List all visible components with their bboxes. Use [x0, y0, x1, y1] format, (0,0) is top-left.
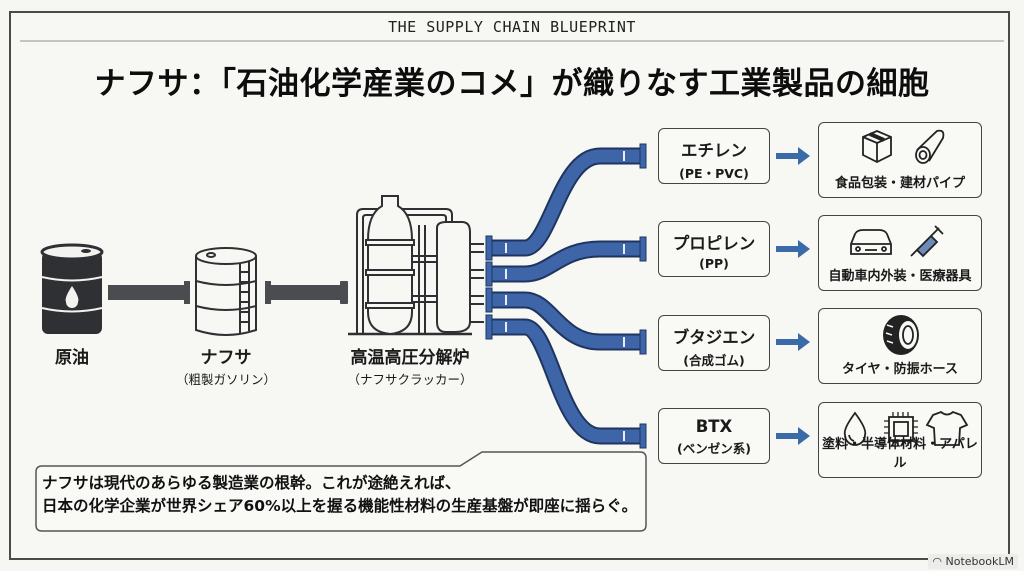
pipe-ethylene [492, 149, 642, 255]
notebooklm-logo-icon: ◠ [932, 555, 946, 568]
pipe-ethylene-end-flange [639, 143, 647, 169]
naphtha-label: ナフサ （粗製ガソリン） [166, 343, 286, 388]
product-pipes [485, 143, 647, 449]
pipe-btx [492, 320, 642, 443]
arrow-right-icon [776, 240, 810, 258]
pipe-crude-to-naphtha [108, 281, 190, 304]
oil-barrel-icon [40, 243, 104, 334]
kicker-text: THE SUPPLY CHAIN BLUEPRINT [388, 18, 636, 36]
pipe-ethylene-outline [492, 147, 642, 257]
pipe-butadiene-end-flange [639, 329, 647, 355]
pipe-naphtha-to-cracker [265, 281, 348, 304]
chemical-sub: (PE・PVC) [679, 166, 749, 181]
tire-icon [883, 315, 919, 355]
chemical-box-btx: BTX (ベンゼン系) [658, 408, 770, 464]
crude-oil-name: 原油 [55, 348, 89, 368]
callout-border [35, 451, 647, 532]
arrow-right-icon [776, 333, 810, 351]
product-text: 自動車内外装・医療器具 [828, 269, 972, 284]
page-title: ナフサ：「石油化学産業のコメ」が織りなす工業製品の細胞 [94, 66, 930, 102]
chemical-sub: (ベンゼン系) [677, 441, 751, 456]
product-box-propylene: 自動車内外装・医療器具 [818, 215, 982, 291]
callout-text: ナフサは現代のあらゆる製造業の根幹。これが途絶えれば、 日本の化学企業が世界シェ… [42, 472, 637, 518]
product-text: 食品包装・建材パイプ [834, 176, 965, 191]
arrow-right-icon [776, 427, 810, 445]
product-text: タイヤ・防振ホース [842, 362, 958, 377]
callout-line-1: ナフサは現代のあらゆる製造業の根幹。これが途絶えれば、 [42, 474, 461, 492]
pipe-propylene [492, 242, 642, 281]
naphtha-sub: （粗製ガソリン） [175, 372, 276, 387]
cracker-name: 高温高圧分解炉 [350, 348, 470, 368]
chemical-name: BTX [695, 417, 733, 436]
pipe-butadiene [492, 293, 642, 349]
chemical-sub: (合成ゴム) [683, 353, 745, 368]
arrow-right-icon [776, 147, 810, 165]
chip-icon [884, 412, 918, 446]
pipe-ethylene-start-flange [485, 235, 493, 261]
pipe-butadiene-start-flange [485, 287, 493, 313]
tshirt-icon [925, 410, 969, 446]
pipe-btx-end-flange [639, 423, 647, 449]
chemical-box-propylene: プロピレン (PP) [658, 221, 770, 277]
chemical-box-butadiene: ブタジエン (合成ゴム) [658, 315, 770, 371]
pipe-propylene-end-flange [639, 236, 647, 262]
chemical-name: プロピレン [672, 234, 756, 253]
product-box-butadiene: タイヤ・防振ホース [818, 308, 982, 384]
callout-line-2: 日本の化学企業が世界シェア60%以上を握る機能性材料の生産基盤が即座に揺らぐ。 [42, 497, 638, 515]
pipe-btx-start-flange [485, 314, 493, 340]
chemical-sub: (PP) [699, 256, 729, 271]
cracker-label: 高温高圧分解炉 （ナフサクラッカー） [340, 343, 480, 388]
product-box-ethylene: 食品包装・建材パイプ [818, 122, 982, 198]
product-box-btx: 塗料・半導体材料・アパレル [818, 402, 982, 478]
cracker-sub: （ナフサクラッカー） [347, 372, 473, 387]
flow-arrows [776, 147, 810, 445]
brand-watermark: ◠ NotebookLM [928, 554, 1018, 569]
box-icon [862, 130, 892, 164]
product-text: 塗料・半導体材料・アパレル [822, 437, 978, 471]
chemical-name: ブタジエン [672, 328, 756, 347]
naphtha-name: ナフサ [200, 348, 252, 368]
storage-tank-icon [195, 247, 257, 336]
pipe-icon [915, 129, 945, 164]
crude-oil-label: 原油 [42, 343, 102, 368]
brand-text: NotebookLM [945, 555, 1014, 568]
droplet-icon [843, 411, 867, 446]
chemical-name: エチレン [681, 141, 747, 160]
header-divider [20, 40, 1004, 42]
cracker-plant-icon [348, 195, 484, 336]
chemical-box-ethylene: エチレン (PE・PVC) [658, 128, 770, 184]
pipe-propylene-start-flange [485, 261, 493, 287]
car-icon [850, 229, 892, 255]
syringe-icon [910, 225, 944, 258]
